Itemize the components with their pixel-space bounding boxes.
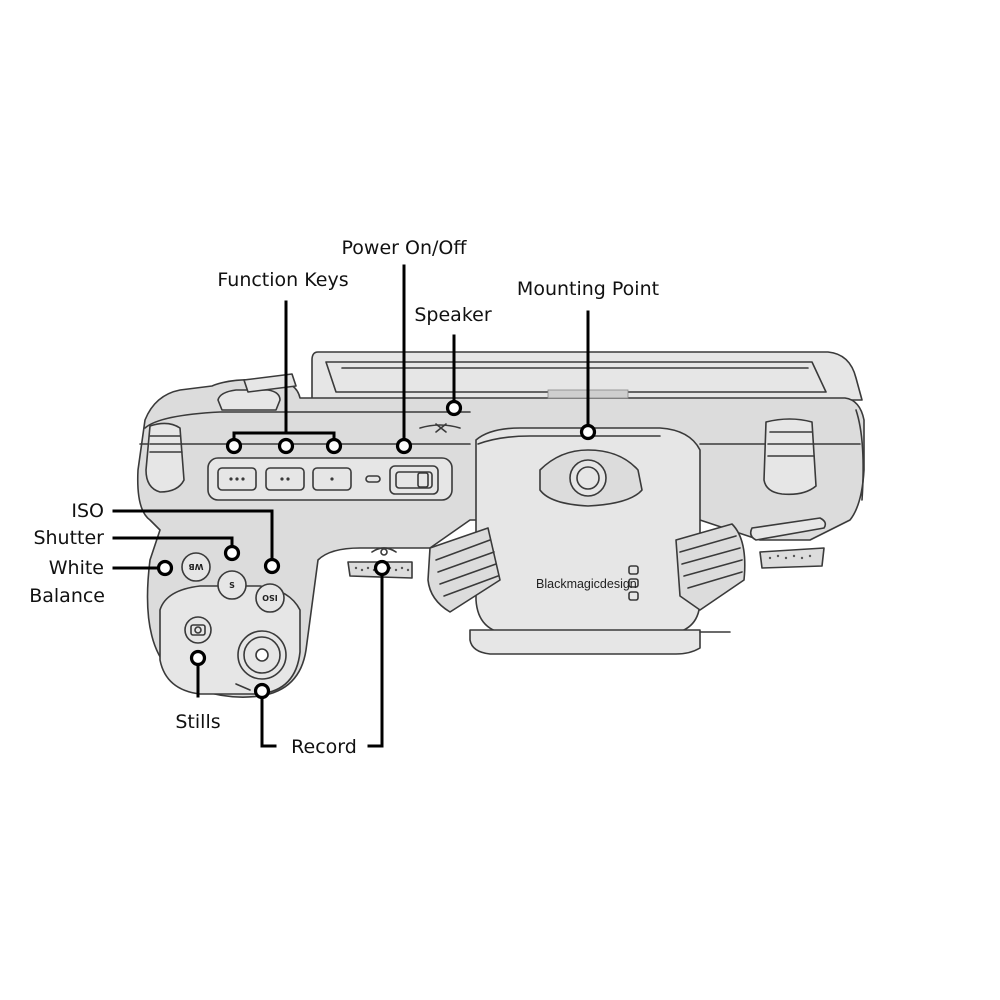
function-key-2-marker bbox=[277, 437, 295, 455]
power-marker bbox=[395, 437, 413, 455]
record-label: Record bbox=[291, 736, 357, 758]
shutter-marker bbox=[223, 544, 241, 562]
power-label: Power On/Off bbox=[342, 237, 468, 259]
iso-button[interactable]: ISO bbox=[255, 583, 285, 613]
white-balance-label-line1: White bbox=[49, 557, 104, 579]
stills-marker bbox=[189, 649, 207, 667]
brand-name: Blackmagicdesign bbox=[536, 577, 637, 591]
function-key-1-marker bbox=[225, 437, 243, 455]
stills-button[interactable] bbox=[184, 616, 212, 644]
svg-text:WB: WB bbox=[189, 562, 204, 571]
svg-text:S: S bbox=[229, 581, 235, 590]
function-keys-label: Function Keys bbox=[217, 269, 348, 291]
white-balance-button[interactable]: WB bbox=[181, 552, 211, 582]
stills-label: Stills bbox=[175, 711, 220, 733]
svg-text:ISO: ISO bbox=[262, 593, 278, 602]
brand-logo-icon bbox=[628, 565, 639, 601]
iso-marker bbox=[263, 557, 281, 575]
callout-labels: Power On/Off Function Keys Mounting Poin… bbox=[29, 237, 659, 758]
white-balance-marker bbox=[156, 559, 174, 577]
record-marker bbox=[253, 682, 271, 700]
speaker-marker bbox=[445, 399, 463, 417]
shutter-label: Shutter bbox=[33, 527, 104, 549]
iso-label: ISO bbox=[71, 500, 104, 522]
white-balance-label-line2: Balance bbox=[29, 585, 105, 607]
shutter-button[interactable]: S bbox=[217, 570, 247, 600]
mounting-point-label: Mounting Point bbox=[517, 278, 659, 300]
record-mic-marker bbox=[373, 559, 391, 577]
speaker-label: Speaker bbox=[414, 304, 491, 326]
mounting-point-marker bbox=[579, 423, 597, 441]
record-button[interactable] bbox=[237, 630, 287, 680]
camera-body: Blackmagicdesign WB S ISO bbox=[136, 351, 865, 698]
callout-dots bbox=[156, 399, 597, 700]
function-key-3-marker bbox=[325, 437, 343, 455]
